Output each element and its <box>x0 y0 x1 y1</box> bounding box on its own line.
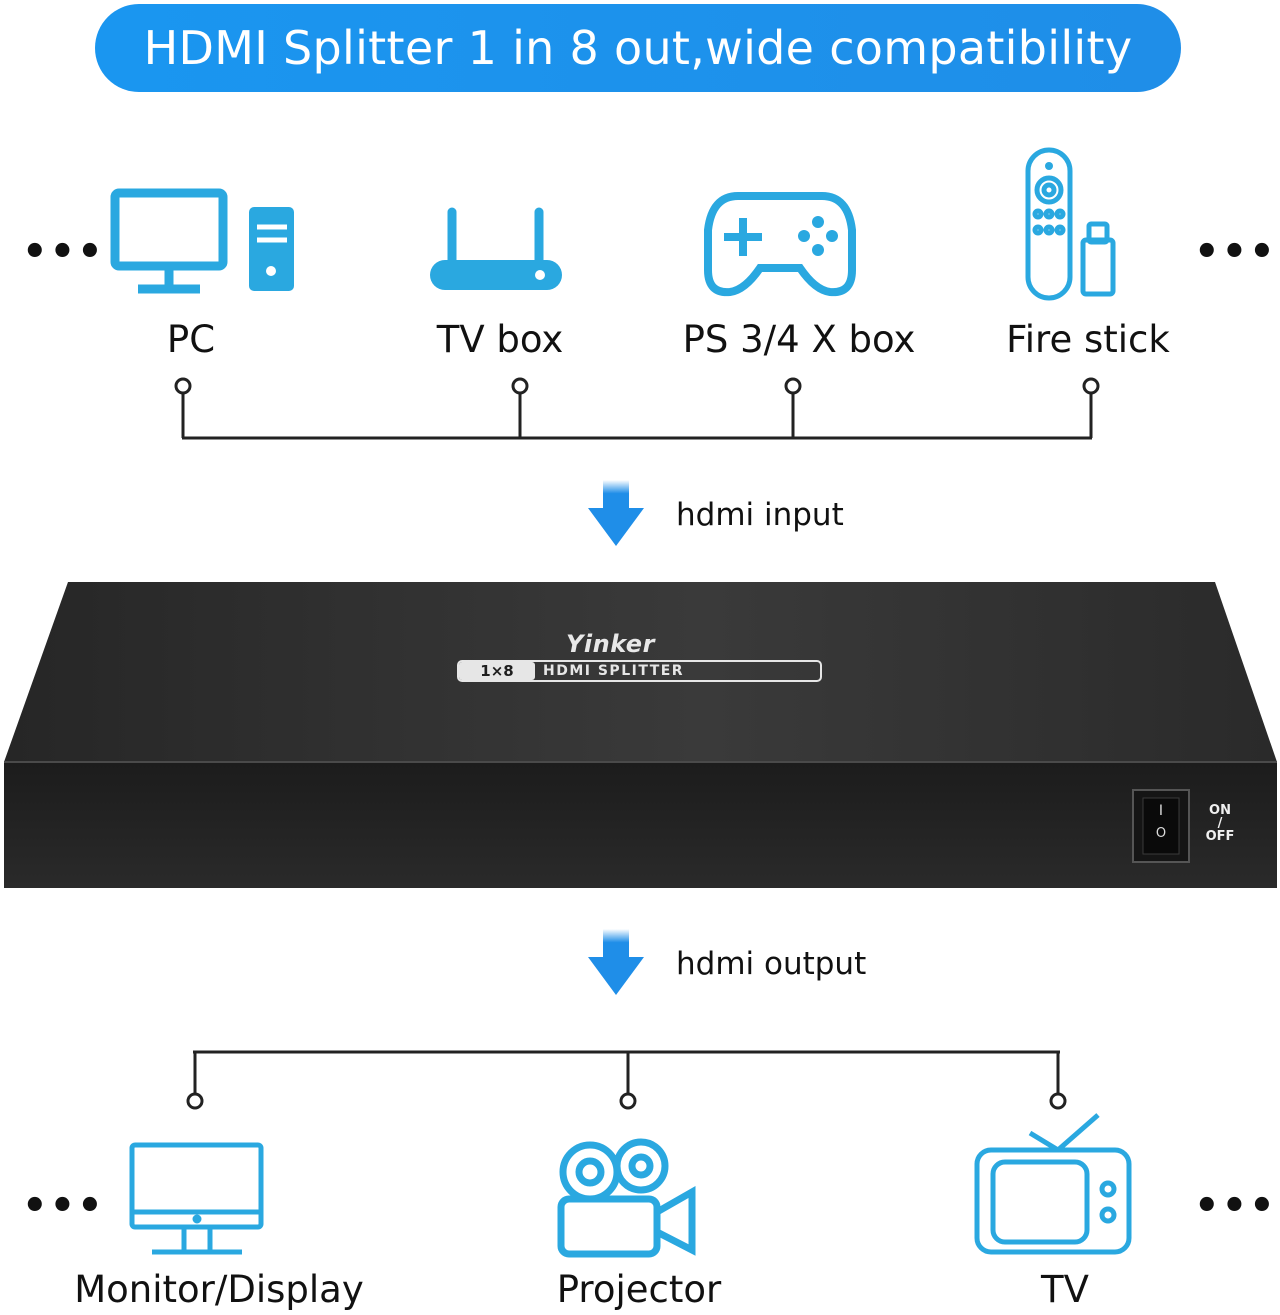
input-label-tv-box: TV box <box>436 318 564 361</box>
output-arrow-icon <box>588 929 644 995</box>
tv-icon <box>974 1113 1132 1255</box>
fire-stick-icon <box>1025 147 1116 301</box>
input-connector <box>174 377 1100 440</box>
power-label-sep: / <box>1217 816 1223 831</box>
banner-title: HDMI Splitter 1 in 8 out,wide compatibil… <box>143 21 1133 75</box>
more-outputs-left-icon: ••• <box>22 1183 105 1229</box>
projector-icon <box>557 1138 696 1258</box>
device-product-label: HDMI SPLITTER <box>543 663 685 679</box>
power-switch-label: ON / OFF <box>1203 804 1237 843</box>
power-label-off: OFF <box>1205 829 1235 844</box>
gamepad-icon <box>704 192 856 297</box>
input-arrow-icon <box>588 480 644 546</box>
power-switch-off-mark[interactable]: O <box>1155 826 1167 841</box>
monitor-icon <box>129 1142 264 1255</box>
more-inputs-left-icon: ••• <box>22 229 105 275</box>
input-label-fire-stick: Fire stick <box>1006 318 1170 361</box>
hdmi-output-label: hdmi output <box>676 946 867 982</box>
more-outputs-right-icon: ••• <box>1194 1183 1277 1229</box>
device-model-badge: 1×8 <box>480 662 514 680</box>
title-banner: HDMI Splitter 1 in 8 out,wide compatibil… <box>95 4 1181 92</box>
input-label-pc: PC <box>166 318 216 361</box>
power-switch-on-mark[interactable]: I <box>1158 803 1164 819</box>
brand-logo: Yinker <box>566 630 655 658</box>
hdmi-input-label: hdmi input <box>676 497 844 533</box>
input-label-game-console: PS 3/4 X box <box>682 318 916 361</box>
output-connector <box>186 1050 1067 1110</box>
more-inputs-right-icon: ••• <box>1194 229 1277 275</box>
router-icon <box>430 207 562 290</box>
power-label-on: ON <box>1209 803 1231 818</box>
output-label-tv: TV <box>1041 1268 1089 1311</box>
output-label-monitor: Monitor/Display <box>74 1268 364 1311</box>
output-label-projector: Projector <box>556 1268 722 1311</box>
pc-icon <box>110 188 294 294</box>
splitter-device <box>4 582 1277 888</box>
